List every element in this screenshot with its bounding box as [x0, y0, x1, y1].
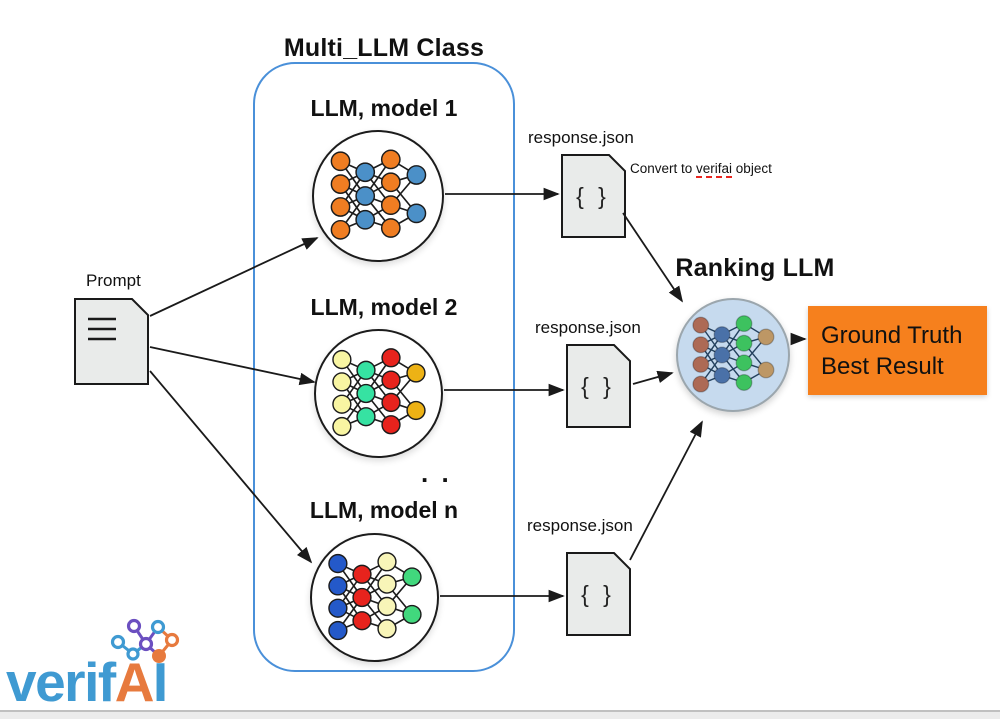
neural-net-icon — [330, 149, 427, 240]
arrow-response3-to-ranking — [629, 420, 703, 561]
arrow-response2-to-ranking — [632, 370, 674, 385]
verifai-molecule-icon — [110, 618, 180, 663]
convert-note-prefix: Convert to — [630, 161, 697, 176]
response-json-2-document-icon: { } — [566, 344, 631, 428]
result-line-1: Ground Truth — [821, 321, 963, 349]
json-braces-glyph: { } — [581, 581, 615, 607]
ranking-llm-title: Ranking LLM — [675, 254, 835, 282]
json-braces-glyph: { } — [576, 183, 610, 209]
neural-net-icon — [692, 315, 775, 393]
verifai-logo: verifAI — [6, 655, 168, 710]
neural-net-icon — [332, 348, 426, 437]
json-braces-glyph: { } — [581, 373, 615, 399]
result-box: Ground Truth Best Result — [808, 306, 987, 395]
prompt-label: Prompt — [86, 271, 141, 290]
llm-model-n-network — [310, 533, 439, 662]
model-ellipsis: . . — [421, 458, 452, 488]
ranking-llm-network — [676, 298, 790, 412]
llm-model-2-network — [314, 329, 443, 458]
convert-note: Convert to verifai object — [630, 161, 772, 176]
llm-model-n-label: LLM, model n — [309, 497, 459, 523]
response-json-3-document-icon: { } — [566, 552, 631, 636]
response-json-1-label: response.json — [528, 128, 634, 147]
convert-note-suffix: object — [732, 161, 772, 176]
response-json-1-document-icon: { } — [561, 154, 626, 238]
logo-i-dot — [152, 649, 166, 663]
prompt-document-icon — [74, 298, 149, 385]
llm-model-1-label: LLM, model 1 — [310, 95, 458, 121]
llm-model-1-network — [312, 130, 444, 262]
llm-model-2-label: LLM, model 2 — [310, 294, 458, 320]
response-json-2-label: response.json — [535, 318, 641, 337]
text-lines-glyph — [88, 317, 116, 341]
logo-part-verif: verif — [6, 651, 116, 713]
footer-divider-bar — [0, 710, 1000, 719]
neural-net-icon — [328, 552, 422, 641]
logo-part-a: A — [114, 651, 155, 713]
response-json-3-label: response.json — [527, 516, 633, 535]
multi-llm-class-title: Multi_LLM Class — [283, 34, 485, 62]
result-line-2: Best Result — [821, 352, 944, 380]
convert-note-misspelled-word: verifai — [696, 161, 733, 176]
logo-part-i: I — [152, 651, 168, 713]
